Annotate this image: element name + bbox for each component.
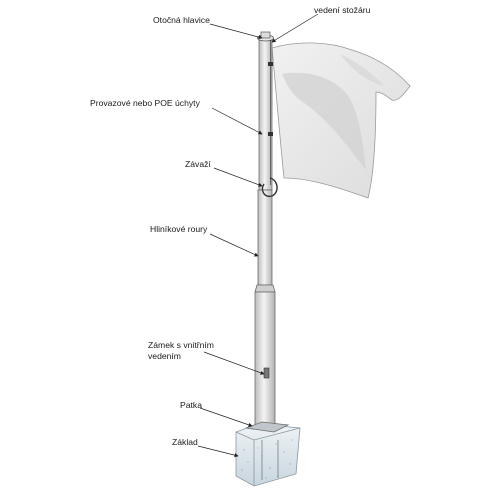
label-lock-line2: vedením xyxy=(148,351,181,361)
label-mast-line: vedení stožáru xyxy=(314,5,371,15)
leader-swivel-head xyxy=(209,23,263,40)
leader-aluminium-tubes xyxy=(209,233,259,257)
leader-rope-clips xyxy=(211,107,263,135)
label-lock-line1: Zámek s vnitřním xyxy=(148,340,214,350)
flagpole xyxy=(254,31,278,428)
leader-lock xyxy=(203,351,265,375)
leader-weight xyxy=(213,167,263,187)
rope-clip xyxy=(268,132,273,136)
flag-fold-shadow xyxy=(340,54,384,86)
pole-joint xyxy=(254,284,276,293)
label-swivel-head: Otočná hlavice xyxy=(153,15,210,25)
foundation-block xyxy=(235,423,301,487)
leader-lines xyxy=(197,13,319,458)
leader-mast-line xyxy=(271,13,319,43)
rope-clip xyxy=(268,62,273,66)
pole-lower-section xyxy=(254,291,276,428)
label-foundation: Základ xyxy=(172,437,198,447)
label-aluminium-tubes: Hliníkové roury xyxy=(150,224,208,234)
label-foot: Patka xyxy=(180,400,202,410)
flag-fold-shadow xyxy=(282,72,366,170)
foot-plate xyxy=(245,421,290,433)
weight-hook xyxy=(261,177,278,198)
label-rope-clips: Provazové nebo POE úchyty xyxy=(90,98,201,108)
label-weight: Závaží xyxy=(185,159,211,169)
leader-foundation xyxy=(197,445,239,458)
flag xyxy=(271,42,411,199)
leader-foot xyxy=(199,407,253,427)
lock-mechanism xyxy=(263,367,270,379)
pole-middle-section xyxy=(257,189,273,286)
